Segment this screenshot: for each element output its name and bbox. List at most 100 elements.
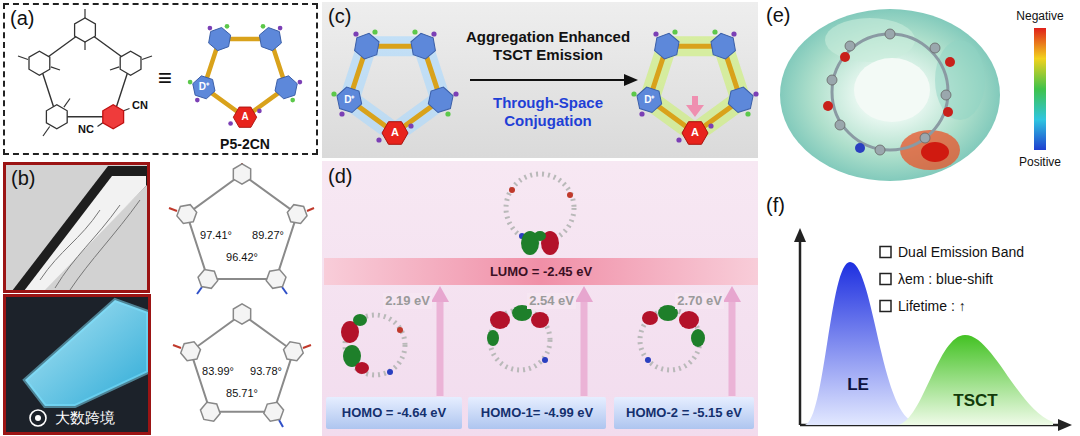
label-text: D⁺ xyxy=(344,94,354,106)
label-text: 97.41° xyxy=(200,229,232,242)
drawing-polygon xyxy=(1058,419,1072,431)
drawing-use xyxy=(199,401,222,422)
drawing-line xyxy=(64,99,70,108)
drawing-ellipse xyxy=(691,329,705,347)
drawing-ellipse xyxy=(854,58,930,122)
drawing-use xyxy=(286,204,309,225)
drawing-ellipse xyxy=(355,362,369,374)
drawing-line xyxy=(124,109,130,111)
label-text: D⁺ xyxy=(644,94,654,106)
drawing-circle xyxy=(832,34,948,150)
label-text: NC xyxy=(78,123,94,136)
node-text: Through-Space Conjugation xyxy=(461,94,636,130)
drawing-circle xyxy=(840,52,850,62)
edge-label: 2.70 eV xyxy=(675,293,724,309)
drawing-line xyxy=(84,9,85,18)
drawing-circle xyxy=(930,43,940,53)
label-text: 85.71° xyxy=(226,387,258,400)
label-text: 83.99° xyxy=(202,365,234,378)
node-text: (a) xyxy=(10,6,34,30)
drawing-ellipse xyxy=(935,40,985,120)
drawing-circle xyxy=(30,410,46,426)
drawing-line xyxy=(169,208,177,211)
label-text: (f) xyxy=(766,193,785,217)
drawing-ellipse xyxy=(921,142,949,162)
node-text: HOMO-2 = -5.15 eV xyxy=(626,405,742,421)
drawing-circle xyxy=(645,357,651,363)
photo-frame: (b) xyxy=(3,162,150,293)
drawing-line xyxy=(692,96,698,106)
label-text: 89.27° xyxy=(252,229,284,242)
node-text: TSCT xyxy=(953,391,997,411)
label-text: 93.78° xyxy=(250,365,282,378)
label-text: 大数跨境 xyxy=(55,409,115,427)
drawing-circle xyxy=(920,133,930,143)
drawing-ellipse xyxy=(531,312,549,328)
drawing-line xyxy=(51,67,60,70)
label-text: CN xyxy=(132,99,148,112)
drawing-use xyxy=(263,266,289,293)
drawing-circle xyxy=(567,192,573,198)
drawing-line xyxy=(470,79,626,81)
drawing-polygon xyxy=(12,166,148,291)
spectrum-axes xyxy=(794,228,1072,431)
drawing-path xyxy=(40,200,140,290)
drawing-polygon xyxy=(191,314,294,412)
drawing-polygon xyxy=(794,228,806,242)
electrostatic-map xyxy=(780,9,1046,181)
drawing-line xyxy=(84,42,85,50)
drawing-circle xyxy=(827,75,837,85)
emission-peak: LE xyxy=(803,258,913,425)
drawing-circle xyxy=(875,145,885,155)
drawing-ellipse xyxy=(900,130,960,170)
drawing-line xyxy=(98,123,103,127)
orbital-box: HOMO = -4.64 eV xyxy=(326,397,462,429)
drawing-ellipse xyxy=(825,18,915,62)
drawing-svg xyxy=(803,258,913,425)
drawing-g xyxy=(18,9,152,136)
chemical-structure xyxy=(18,9,152,136)
drawing-rect xyxy=(5,296,150,434)
drawing-g xyxy=(279,420,283,427)
drawing-circle xyxy=(941,90,951,100)
energy-arrow xyxy=(437,302,444,396)
drawing-rect xyxy=(880,247,891,258)
drawing-circle xyxy=(943,107,953,117)
drawing-polygon xyxy=(624,74,638,86)
node-text: (b) xyxy=(11,166,35,190)
drawing-circle xyxy=(855,143,865,153)
drawing-ellipse xyxy=(642,311,658,325)
drawing-line xyxy=(279,420,283,427)
edge-label: 2.19 eV xyxy=(383,293,432,309)
drawing-polygon xyxy=(25,300,148,406)
orbital-box: HOMO-1= -4.99 eV xyxy=(468,397,606,429)
drawing-use xyxy=(174,201,200,228)
drawing-circle xyxy=(823,101,833,111)
drawing-line xyxy=(173,345,181,348)
label-text: Lifetime : ↑ xyxy=(898,298,966,315)
drawing-line xyxy=(18,56,28,60)
drawing-circle xyxy=(835,120,845,130)
drawing-path xyxy=(898,335,1053,425)
label-text: A xyxy=(391,126,399,139)
node-text: LUMO = -2.45 eV xyxy=(490,264,592,280)
drawing-rect xyxy=(1034,28,1046,150)
drawing-polygon xyxy=(25,300,148,406)
drawing-line xyxy=(43,127,50,137)
drawing-rect xyxy=(5,297,148,432)
orbital-box: HOMO-2 = -5.15 eV xyxy=(614,397,754,429)
drawing-circle xyxy=(387,369,393,375)
energy-arrow xyxy=(729,302,736,396)
drawing-ellipse xyxy=(534,231,546,241)
drawing-use xyxy=(229,161,255,186)
drawing-svg xyxy=(898,330,1053,425)
drawing-use xyxy=(331,29,458,144)
drawing-circle xyxy=(885,29,895,39)
label-text: D⁺ xyxy=(199,81,209,93)
drawing-use xyxy=(188,24,302,127)
drawing-rect xyxy=(880,301,891,312)
drawing-polygon xyxy=(24,176,146,291)
label-text: ≡ xyxy=(158,64,172,93)
drawing-use xyxy=(115,48,146,78)
